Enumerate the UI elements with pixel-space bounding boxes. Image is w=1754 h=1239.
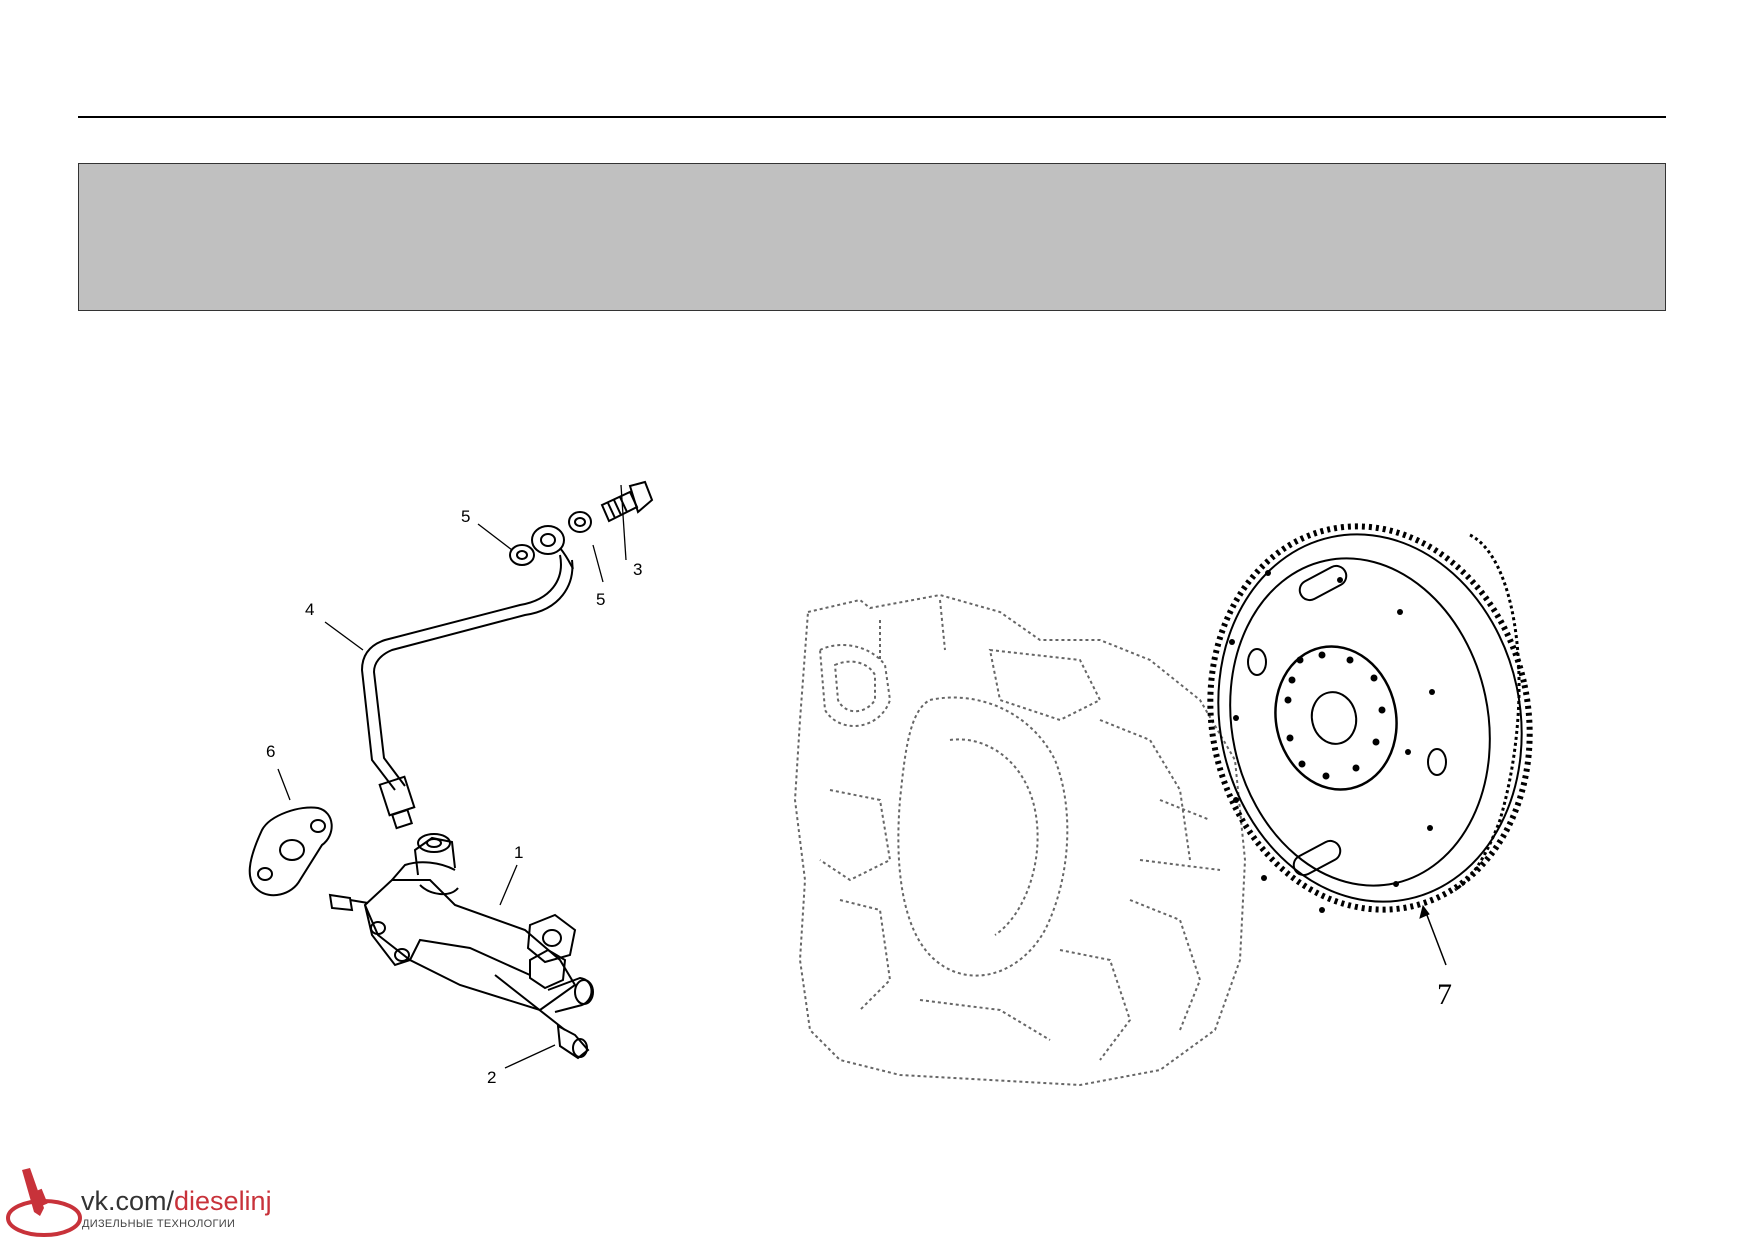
pump-body [328,833,594,1013]
callout-4: 4 [305,600,314,619]
callout-5-left: 5 [461,507,470,526]
top-rule [78,116,1666,118]
callout-1: 1 [514,843,523,862]
leader-lines [277,484,627,1069]
gasket [248,806,333,897]
logo-prefix: vk.com/ [81,1186,175,1216]
banjo-bolt [600,480,654,523]
flywheel [1207,523,1533,966]
engine-block-outline [793,593,1247,1087]
callout-5-right: 5 [596,590,605,609]
injector-icon [6,1168,82,1237]
fuel-tube [360,554,562,791]
logo-accent: dieselinj [174,1186,272,1216]
logo-subtitle: ДИЗЕЛЬНЫЕ ТЕХНОЛОГИИ [82,1218,236,1230]
callout-6: 6 [266,742,275,761]
callout-7: 7 [1437,978,1452,1011]
logo-text[interactable]: vk.com/dieselinj [81,1186,272,1217]
header-band [78,163,1666,311]
washer-left [509,544,535,566]
mounting-bolt [494,974,590,1060]
callout-3: 3 [633,560,642,579]
callout-2: 2 [487,1068,496,1087]
washer-right [568,511,592,533]
fuel-pump-assembly [248,480,654,1069]
